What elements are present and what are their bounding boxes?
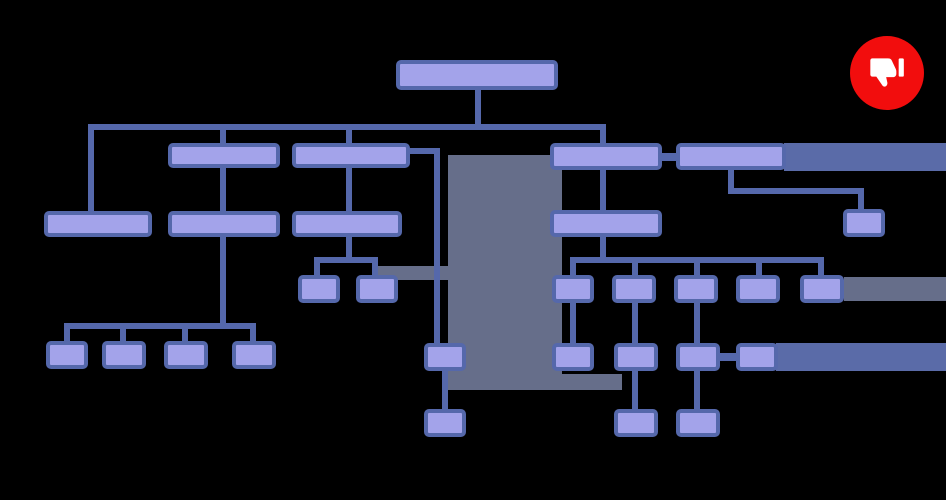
tree-node-n7[interactable] [292, 211, 402, 237]
tree-node-n20[interactable] [232, 341, 276, 369]
tree-node-n10[interactable] [298, 275, 340, 303]
tree-node-n21[interactable] [424, 343, 466, 371]
edge-connector-9 [64, 323, 256, 329]
edge-connector-34 [660, 153, 678, 161]
tree-node-n27[interactable] [614, 409, 658, 437]
edge-connector-12 [182, 323, 188, 343]
tree-node-n6[interactable] [168, 211, 280, 237]
tree-node-n1[interactable] [168, 143, 280, 168]
tree-node-n26[interactable] [424, 409, 466, 437]
edge-connector-2 [88, 124, 94, 214]
tree-node-n14[interactable] [674, 275, 718, 303]
tree-node-n22[interactable] [552, 343, 594, 371]
tree-node-n18[interactable] [102, 341, 146, 369]
edge-connector-19 [410, 148, 440, 154]
edge-connector-18 [434, 148, 440, 346]
edge-connector-37 [728, 188, 864, 194]
edge-connector-38 [858, 188, 864, 212]
edge-connector-15 [314, 257, 376, 263]
edge-connector-17 [372, 257, 378, 277]
edge-connector-16 [314, 257, 320, 277]
edge-connector-5 [600, 124, 606, 146]
row-right-highlight [844, 277, 946, 301]
edge-connector-27 [756, 257, 762, 277]
tree-node-n0[interactable] [396, 60, 558, 90]
edge-connector-0 [475, 90, 481, 124]
tree-node-n19[interactable] [164, 341, 208, 369]
tree-node-n23[interactable] [614, 343, 658, 371]
center-region-highlight [448, 155, 562, 379]
tree-node-n4[interactable] [676, 143, 786, 170]
tree-node-n28[interactable] [676, 409, 720, 437]
edge-connector-24 [570, 257, 576, 277]
tree-node-n13[interactable] [612, 275, 656, 303]
edge-connector-26 [694, 257, 700, 277]
edge-connector-32 [632, 369, 638, 411]
edge-connector-11 [120, 323, 126, 343]
edge-connector-14 [346, 235, 352, 257]
tree-node-n9[interactable] [843, 209, 885, 237]
edge-connector-22 [600, 235, 606, 257]
edge-connector-8 [220, 235, 226, 325]
tree-node-n25[interactable] [736, 343, 778, 371]
tree-node-n15[interactable] [736, 275, 780, 303]
edge-connector-13 [250, 323, 256, 343]
tree-node-n16[interactable] [800, 275, 844, 303]
edge-connector-25 [632, 257, 638, 277]
edge-connector-21 [600, 168, 606, 212]
edge-connector-20 [442, 369, 448, 411]
tree-node-n2[interactable] [292, 143, 410, 168]
thumbs-down-icon [870, 58, 904, 87]
edge-connector-3 [220, 124, 226, 146]
tree-node-n11[interactable] [356, 275, 398, 303]
top-right-bar-highlight [784, 143, 946, 171]
edge-connector-33 [694, 369, 700, 411]
edge-connector-31 [694, 301, 700, 345]
tree-node-n8[interactable] [550, 210, 662, 237]
edge-connector-28 [818, 257, 824, 277]
tree-node-n3[interactable] [550, 143, 662, 170]
tree-node-n5[interactable] [44, 211, 152, 237]
tree-node-n17[interactable] [46, 341, 88, 369]
edge-connector-7 [346, 166, 352, 214]
bottom-right-bar-highlight [776, 343, 946, 371]
center-bottom-highlight [448, 374, 622, 390]
edge-connector-36 [728, 168, 734, 190]
edge-connector-10 [64, 323, 70, 343]
edge-connector-4 [346, 124, 352, 146]
edge-connector-6 [220, 166, 226, 214]
tree-node-n24[interactable] [676, 343, 720, 371]
edge-connector-35 [716, 353, 738, 361]
tree-node-n12[interactable] [552, 275, 594, 303]
edge-connector-30 [632, 301, 638, 345]
edge-connector-29 [570, 301, 576, 345]
thumbs-down-badge[interactable] [850, 36, 924, 110]
